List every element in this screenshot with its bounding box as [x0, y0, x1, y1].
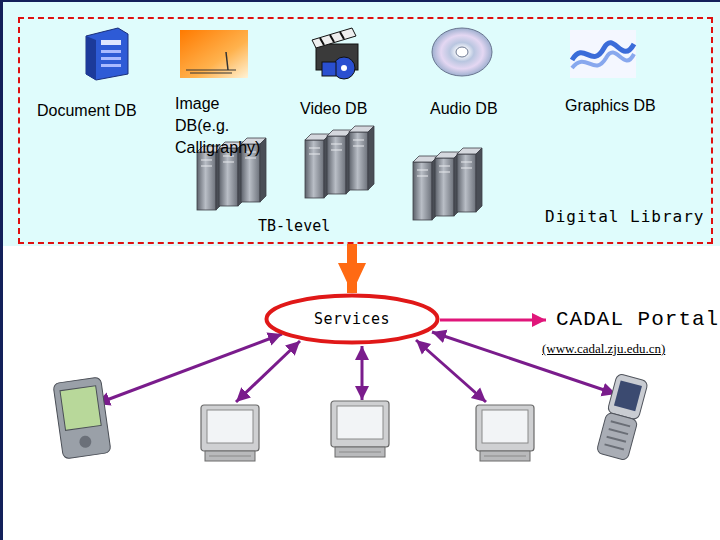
server-rack — [305, 126, 374, 198]
label-text: CADAL Portal — [556, 308, 719, 331]
ellipse-shape — [267, 296, 438, 343]
node-text: Digital Library — [545, 207, 705, 226]
label-text: (www.cadal.zju.edu.cn) — [542, 341, 665, 357]
cd-icon — [432, 28, 492, 76]
label-text: TB-level — [258, 217, 330, 235]
connector-arrow — [347, 244, 357, 293]
label-text: Video DB — [300, 100, 367, 118]
portal-arrow — [440, 319, 546, 322]
frame-edge — [0, 0, 3, 540]
server-rack — [413, 148, 482, 220]
phone-icon — [596, 373, 648, 460]
label-text: Audio DB — [430, 100, 498, 118]
pda-icon — [53, 377, 111, 459]
monitor-icon — [476, 405, 534, 461]
monitor-icon — [201, 405, 259, 461]
graphics-icon — [570, 30, 636, 78]
label-text: Document DB — [37, 102, 137, 120]
library-box: Digital Library — [18, 17, 713, 244]
video-icon — [312, 28, 358, 79]
document-icon — [86, 28, 128, 80]
image-icon — [180, 30, 248, 78]
label-text: Graphics DB — [565, 97, 656, 115]
library-background — [0, 0, 720, 246]
label-text: Image DB(e.g. Calligraphy) — [175, 93, 273, 159]
monitor-icon — [331, 401, 389, 457]
services-ellipse: Services — [264, 293, 440, 345]
node-text: Services — [314, 310, 390, 328]
frame-edge — [0, 0, 720, 2]
